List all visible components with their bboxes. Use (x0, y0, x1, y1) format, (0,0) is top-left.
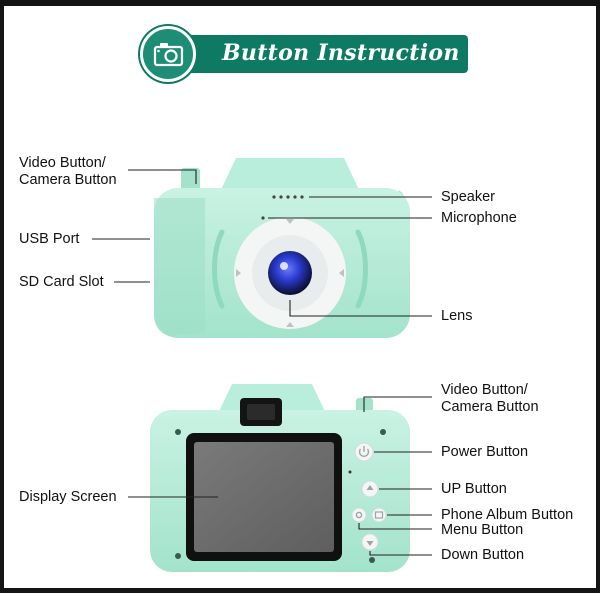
header-banner: Button Instruction (140, 26, 468, 82)
front-left-groove (212, 229, 225, 309)
page-title: Button Instruction (222, 40, 460, 66)
label-up-button: UP Button (441, 481, 507, 497)
microphone-hole (261, 216, 265, 220)
label-speaker: Speaker (441, 189, 496, 205)
back-leader-lines (128, 396, 432, 556)
menu-button (351, 507, 367, 523)
back-camera (150, 384, 410, 572)
banner-icon-circle (140, 26, 196, 82)
front-grip (154, 198, 205, 336)
camera-icon (153, 43, 184, 67)
label-display-screen: Display Screen (19, 489, 117, 505)
banner-bar (184, 35, 468, 73)
label-down-button: Down Button (441, 547, 525, 563)
up-arrow-icon (366, 485, 374, 490)
lens (268, 251, 312, 295)
display-screen (194, 442, 334, 552)
label-lens: Lens (441, 308, 473, 324)
frame-left-border (0, 0, 4, 590)
label-microphone: Microphone (441, 210, 517, 226)
album-icon (374, 511, 384, 519)
power-icon (358, 448, 370, 458)
front-leader-lines (92, 169, 432, 317)
label-video-camera-button-front: Video Button/ Camera Button (19, 155, 117, 188)
down-arrow-icon (366, 541, 374, 546)
front-camera (154, 158, 410, 338)
label-phone-album-button: Phone Album Button (441, 507, 574, 523)
label-usb-port: USB Port (19, 231, 80, 247)
phone-album-button (371, 507, 387, 523)
front-top-hump (218, 158, 362, 196)
label-power-button: Power Button (441, 444, 529, 460)
label-sd-card-slot: SD Card Slot (19, 274, 104, 290)
label-video-camera-button-back: Video Button/ Camera Button (441, 382, 539, 415)
front-shutter-button (181, 168, 200, 190)
frame-right-border (596, 0, 600, 590)
frame-bottom-border (0, 588, 600, 593)
label-menu-button: Menu Button (441, 522, 524, 538)
front-right-groove (355, 229, 368, 309)
gear-icon (355, 511, 363, 519)
frame-top-border (0, 0, 600, 6)
